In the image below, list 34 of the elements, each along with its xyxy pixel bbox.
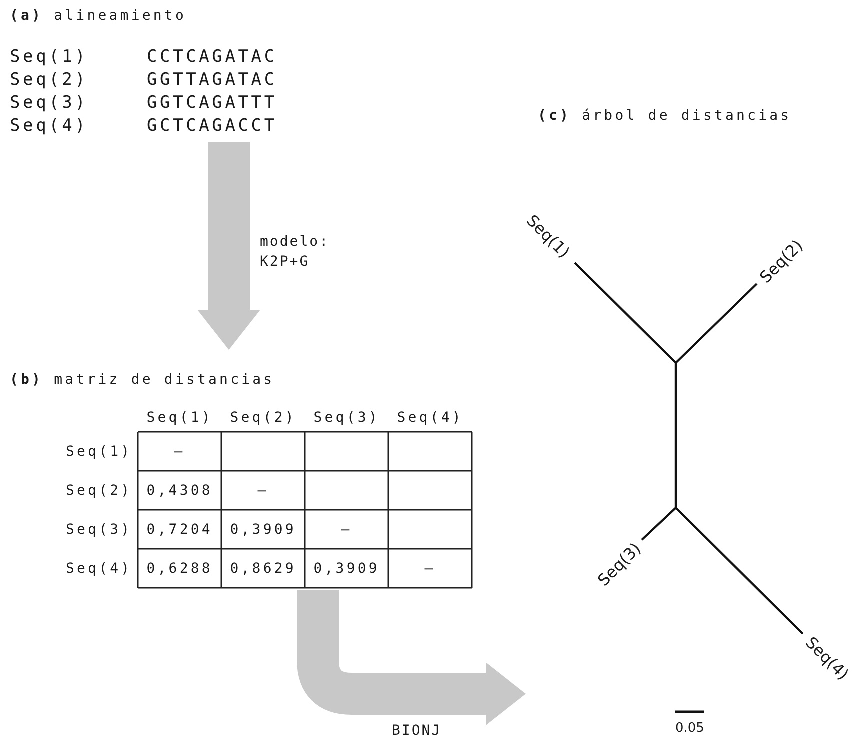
edge-label: BIONJ: [392, 722, 443, 741]
sequence-text: GGTCAGATTT: [147, 93, 278, 113]
distance-value: –: [258, 482, 269, 498]
sequence-name: Seq(1): [10, 47, 88, 67]
distance-value: 0,4308: [146, 482, 213, 498]
arrow: [198, 142, 260, 350]
edge-label: modelo: K2P+G: [260, 233, 330, 272]
row-header: Seq(4): [66, 560, 132, 576]
row-header: Seq(2): [66, 482, 132, 498]
column-header: Seq(1): [146, 410, 213, 426]
arrow: [297, 590, 526, 726]
distance-value: 0,3909: [230, 522, 296, 538]
distance-value: 0,3909: [314, 560, 380, 576]
column-header: Seq(2): [230, 410, 296, 426]
row-header: Seq(3): [66, 522, 132, 538]
sequence-name: Seq(3): [10, 93, 88, 113]
scale-value: 0.05: [676, 720, 704, 736]
sequence-name: Seq(2): [10, 70, 88, 90]
panel-heading: (a) alineamiento: [10, 8, 186, 24]
row-header: Seq(1): [66, 444, 132, 460]
panel-heading: (b) matriz de distancias: [10, 372, 275, 388]
distance-value: –: [424, 560, 436, 576]
column-header: Seq(3): [314, 410, 380, 426]
distance-value: 0,8629: [230, 560, 296, 576]
distance-value: –: [341, 522, 352, 538]
distance-value: 0,7204: [146, 522, 213, 538]
sequence-text: GCTCAGACCT: [147, 116, 278, 136]
panel-heading: (c) árbol de distancias: [538, 108, 792, 124]
distance-value: 0,6288: [146, 560, 213, 576]
sequence-text: CCTCAGATAC: [147, 47, 278, 67]
distance-value: –: [174, 444, 186, 460]
sequence-text: GGTTAGATAC: [147, 70, 278, 90]
column-header: Seq(4): [397, 410, 464, 426]
sequence-name: Seq(4): [10, 116, 88, 136]
